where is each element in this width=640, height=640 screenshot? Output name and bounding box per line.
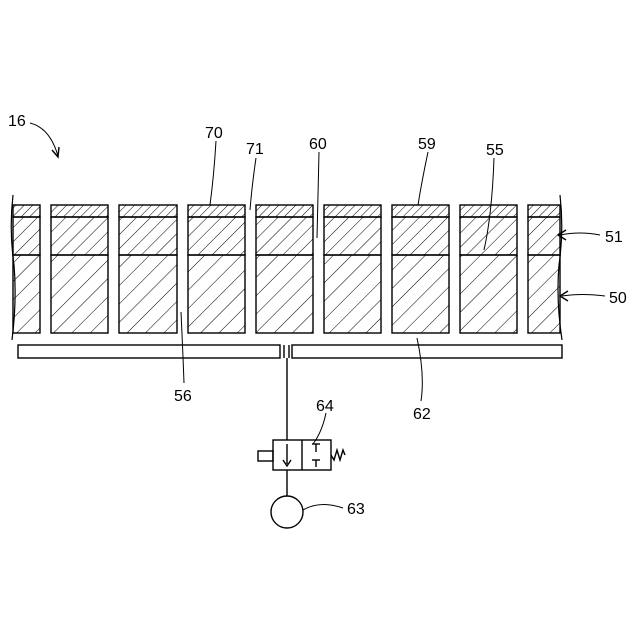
block-8-layer-0 <box>528 205 560 217</box>
block-4-layer-0 <box>256 205 313 217</box>
label-64: 64 <box>316 398 334 415</box>
label-71: 71 <box>246 141 264 158</box>
label-62: 62 <box>413 406 431 423</box>
plate-blocks <box>11 195 562 340</box>
block-1-layer-0 <box>51 205 108 217</box>
label-60: 60 <box>309 136 327 153</box>
block-6-layer-0 <box>392 205 449 217</box>
leader-lines <box>30 123 605 510</box>
block-0-layer-1 <box>13 217 40 255</box>
block-1-layer-1 <box>51 217 108 255</box>
label-16: 16 <box>8 113 26 130</box>
block-0-layer-2 <box>13 255 40 333</box>
block-2-layer-1 <box>119 217 177 255</box>
block-5-layer-2 <box>324 255 381 333</box>
block-0-layer-0 <box>13 205 40 217</box>
duct-62 <box>18 345 562 358</box>
block-8-layer-1 <box>528 217 560 255</box>
block-7-layer-0 <box>460 205 517 217</box>
block-3-layer-2 <box>188 255 245 333</box>
block-5-layer-0 <box>324 205 381 217</box>
block-3-layer-0 <box>188 205 245 217</box>
block-4-layer-2 <box>256 255 313 333</box>
label-59: 59 <box>418 136 436 153</box>
block-1-layer-2 <box>51 255 108 333</box>
label-63: 63 <box>347 501 365 518</box>
block-5-layer-1 <box>324 217 381 255</box>
label-56: 56 <box>174 388 192 405</box>
block-7-layer-2 <box>460 255 517 333</box>
label-50: 50 <box>609 290 627 307</box>
block-2-layer-0 <box>119 205 177 217</box>
label-51: 51 <box>605 229 623 246</box>
pump-63 <box>271 496 303 528</box>
valve-64 <box>258 440 345 470</box>
block-3-layer-1 <box>188 217 245 255</box>
block-6-layer-2 <box>392 255 449 333</box>
block-8-layer-2 <box>528 255 560 333</box>
block-2-layer-2 <box>119 255 177 333</box>
label-70: 70 <box>205 125 223 142</box>
block-6-layer-1 <box>392 217 449 255</box>
label-55: 55 <box>486 142 504 159</box>
block-4-layer-1 <box>256 217 313 255</box>
